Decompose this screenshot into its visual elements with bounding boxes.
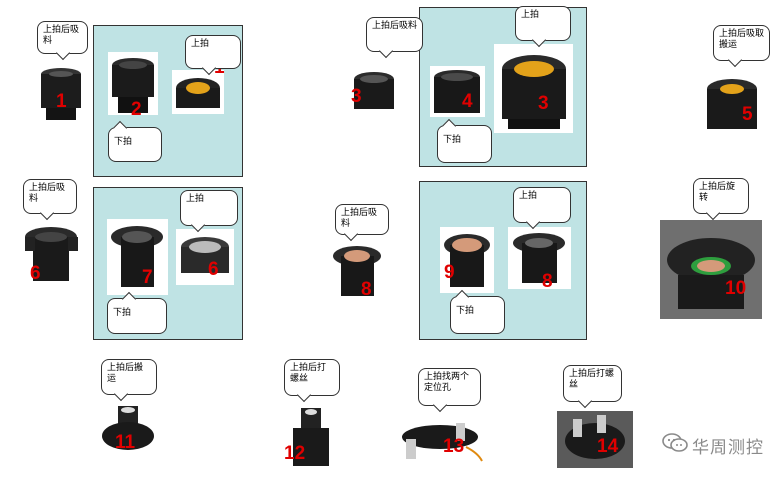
step-number-9: 9 [444, 262, 455, 283]
part-photo-14 [557, 411, 633, 468]
callout-9-bottom: 下拍 [450, 289, 505, 334]
step-number-3b: 3 [538, 93, 549, 114]
callout-3: 上拍后吸料 [366, 17, 423, 59]
part-photo-1b [172, 70, 224, 114]
step-number-11: 11 [115, 432, 136, 453]
part-photo-4 [430, 66, 485, 117]
callout-8b-top: 上拍 [513, 187, 571, 230]
callout-1: 上拍后吸料 [37, 21, 88, 61]
callout-6b-top: 上拍 [180, 190, 238, 233]
part-photo-11 [100, 402, 156, 459]
step-number-8: 8 [361, 279, 372, 300]
callout-13: 上拍找两个定位孔 [418, 368, 481, 413]
callout-11: 上拍后搬运 [101, 359, 157, 402]
part-photo-2 [108, 52, 158, 115]
part-photo-3 [349, 67, 399, 113]
part-photo-8b [508, 227, 571, 289]
step-number-6: 6 [30, 263, 41, 284]
step-number-3: 3 [351, 86, 362, 107]
part-photo-12 [287, 404, 336, 470]
step-number-10: 10 [725, 278, 747, 299]
callout-5: 上拍后吸取搬运 [713, 25, 770, 68]
callout-4-bottom: 下拍 [437, 118, 492, 163]
callout-2-bottom: 下拍 [108, 120, 162, 162]
watermark-text: 华周测控 [692, 437, 764, 458]
step-number-2: 2 [131, 99, 142, 120]
step-number-12: 12 [284, 443, 306, 464]
part-photo-6 [21, 221, 82, 293]
part-photo-6b [176, 229, 234, 285]
step-number-5: 5 [742, 104, 753, 125]
step-number-14: 14 [597, 436, 619, 457]
callout-3b-top: 上拍 [515, 6, 571, 48]
step-number-13: 13 [443, 436, 465, 457]
part-photo-9 [440, 227, 494, 293]
part-photo-10 [660, 220, 762, 319]
part-photo-1 [34, 62, 88, 124]
step-number-7: 7 [142, 267, 153, 288]
watermark: 华周测控 [662, 432, 764, 458]
callout-1b-top: 上拍 [185, 35, 241, 76]
step-number-1: 1 [56, 91, 67, 112]
callout-8: 上拍后吸料 [335, 204, 389, 242]
callout-14: 上拍后打螺丝 [563, 365, 622, 409]
part-photo-3b [494, 44, 573, 133]
step-number-6b: 6 [208, 259, 219, 280]
step-number-8b: 8 [542, 271, 553, 292]
callout-6: 上拍后吸料 [23, 179, 77, 221]
callout-10: 上拍后旋转 [693, 178, 749, 221]
part-photo-7 [107, 219, 168, 295]
part-photo-8 [329, 236, 386, 302]
wechat-icon [662, 432, 688, 458]
step-number-4: 4 [462, 91, 473, 112]
callout-12: 上拍后打螺丝 [284, 359, 340, 403]
part-photo-5 [700, 71, 765, 139]
part-photo-13 [396, 417, 483, 464]
callout-7-bottom: 下拍 [107, 291, 167, 334]
